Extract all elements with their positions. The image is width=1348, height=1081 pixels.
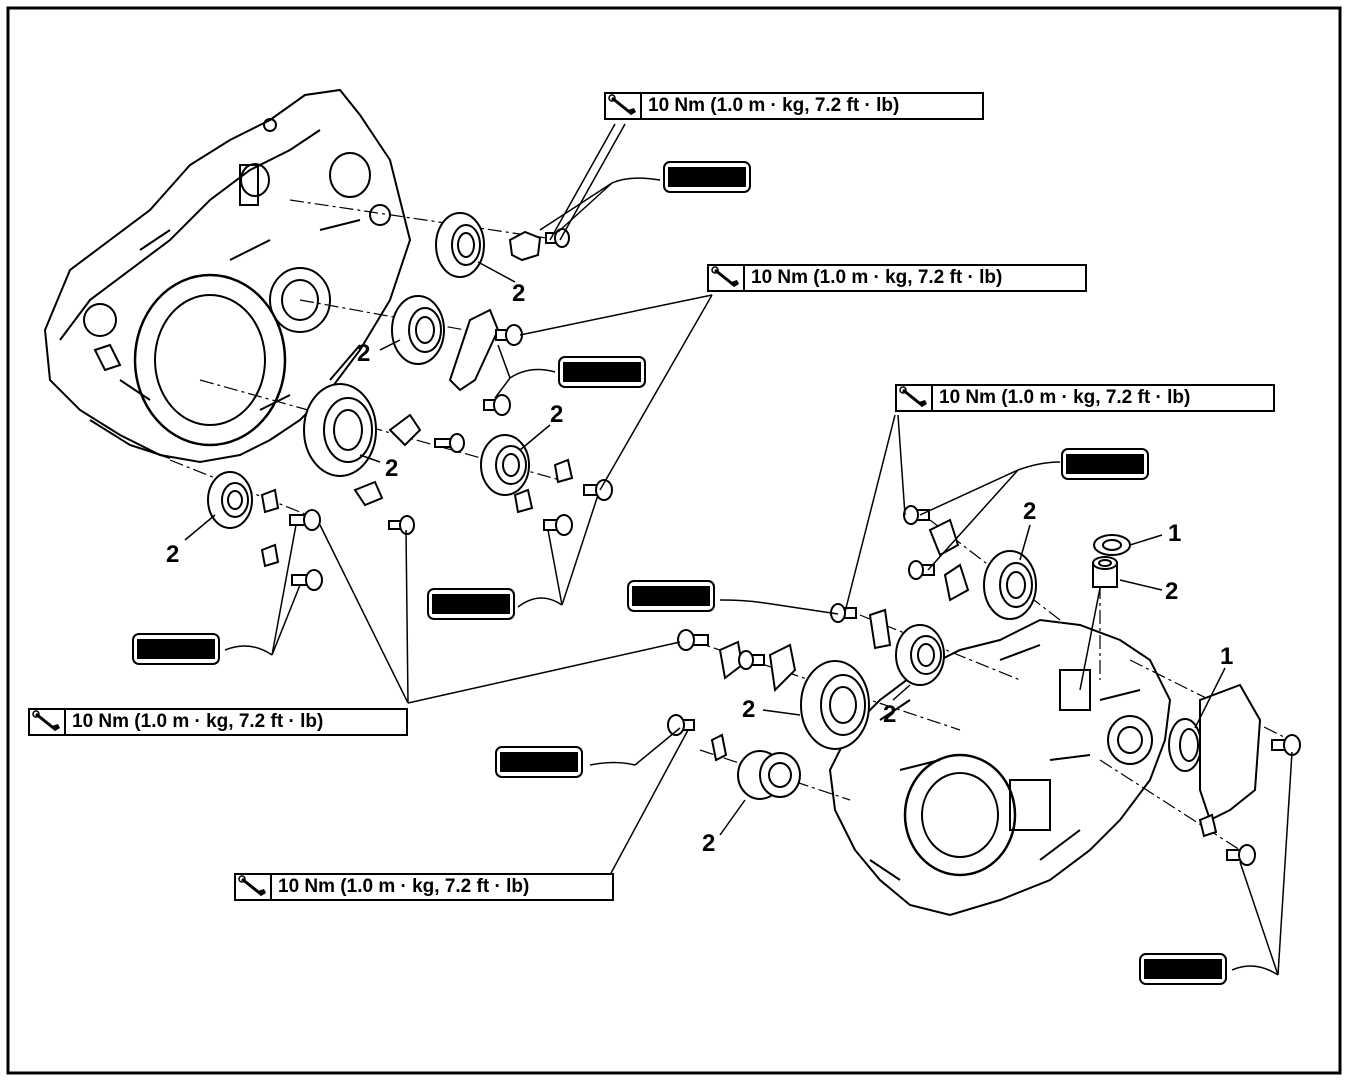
bearing	[435, 212, 485, 278]
bearing	[480, 434, 530, 496]
locking-agent-tube-icon	[1139, 953, 1227, 985]
leader-lines	[184, 123, 1293, 976]
bearing	[391, 295, 445, 365]
torque-spec-text: 10 Nm (1.0 m · kg, 7.2 ft · lb)	[939, 387, 1191, 408]
bolt	[667, 714, 695, 736]
torque-spec-text: 10 Nm (1.0 m · kg, 7.2 ft · lb)	[648, 95, 900, 116]
bolt	[483, 394, 511, 416]
bearing	[983, 550, 1037, 620]
locking-agent-tube-icon	[558, 356, 646, 388]
bolt	[583, 479, 613, 501]
bearing-parts	[207, 212, 1202, 800]
callout-bearing: 2	[1023, 498, 1037, 525]
torque-wrench-icon	[899, 386, 933, 410]
callout-bearing: 2	[883, 701, 897, 728]
torque-spec-box: 10 Nm (1.0 m · kg, 7.2 ft · lb)	[28, 708, 408, 736]
torque-spec-box: 10 Nm (1.0 m · kg, 7.2 ft · lb)	[895, 384, 1275, 412]
bolt	[908, 560, 935, 580]
callout-oil-seal: 1	[1220, 643, 1234, 670]
assembly-axes	[169, 199, 1291, 851]
callout-bearing: 2	[385, 455, 399, 482]
bolts	[289, 228, 1301, 866]
torque-wrench-icon	[238, 875, 272, 899]
bolt	[1271, 734, 1301, 756]
bolt	[291, 569, 323, 591]
torque-spec-box: 10 Nm (1.0 m · kg, 7.2 ft · lb)	[707, 264, 1087, 292]
callout-bearing: 2	[550, 401, 564, 428]
bearing	[303, 383, 377, 477]
needle-bearing	[737, 750, 801, 800]
diagram-border	[6, 6, 1342, 1075]
torque-wrench-icon	[608, 94, 642, 118]
bolt	[677, 629, 709, 651]
torque-spec-box: 10 Nm (1.0 m · kg, 7.2 ft · lb)	[234, 873, 614, 901]
bolt	[289, 509, 321, 531]
bearing	[895, 624, 945, 686]
callout-bearing: 2	[166, 541, 180, 568]
bolt	[738, 650, 765, 670]
locking-agent-tube-icon	[495, 746, 583, 778]
left-crankcase-half	[43, 88, 412, 464]
bolt	[543, 514, 573, 536]
bolt	[903, 505, 930, 525]
locking-agent-tube-icon	[132, 633, 220, 665]
callout-oil-seal: 1	[1168, 520, 1182, 547]
bolt	[545, 228, 570, 248]
bolt	[495, 324, 523, 346]
callout-bearing: 2	[742, 696, 756, 723]
torque-spec-text: 10 Nm (1.0 m · kg, 7.2 ft · lb)	[751, 267, 1003, 288]
torque-spec-text: 10 Nm (1.0 m · kg, 7.2 ft · lb)	[72, 711, 324, 732]
torque-wrench-icon	[711, 266, 745, 290]
callout-bearing: 2	[702, 830, 716, 857]
callout-bearing: 2	[512, 280, 526, 307]
locking-agent-tube-icon	[1061, 448, 1149, 480]
torque-wrench-icon	[32, 710, 66, 734]
torque-spec-box: 10 Nm (1.0 m · kg, 7.2 ft · lb)	[604, 92, 984, 120]
bearing-retainers	[260, 230, 1262, 838]
locking-agent-tube-icon	[663, 161, 751, 193]
callout-bearing: 2	[1165, 578, 1179, 605]
oil-seal	[1093, 534, 1131, 556]
right-crankcase-half	[828, 618, 1172, 917]
locking-agent-tube-icon	[427, 588, 515, 620]
bearing	[207, 471, 253, 529]
bearing	[800, 660, 870, 750]
callout-bearing: 2	[357, 340, 371, 367]
bolt	[388, 515, 415, 535]
bolt	[1226, 844, 1256, 866]
needle-bearing	[1092, 556, 1118, 588]
bolt	[434, 433, 465, 453]
locking-agent-tube-icon	[627, 580, 715, 612]
torque-spec-text: 10 Nm (1.0 m · kg, 7.2 ft · lb)	[278, 876, 530, 897]
